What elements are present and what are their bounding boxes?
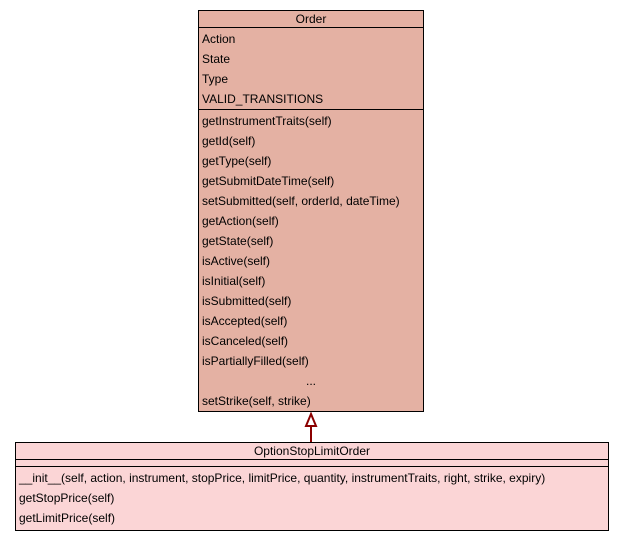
operation-ellipsis: ...	[305, 374, 316, 388]
operation-compartment: getInstrumentTraits(self) getId(self) ge…	[199, 110, 423, 411]
operation: __init__(self, action, instrument, stopP…	[19, 471, 546, 485]
attribute-compartment	[16, 460, 608, 467]
operation: setStrike(self, strike)	[202, 394, 311, 408]
operation: getState(self)	[202, 234, 274, 248]
operation: isPartiallyFilled(self)	[202, 354, 309, 368]
class-name: Order	[199, 11, 423, 28]
attribute: State	[202, 52, 231, 66]
operation: isSubmitted(self)	[202, 294, 292, 308]
class-option-stop-limit-order[interactable]: OptionStopLimitOrder __init__(self, acti…	[15, 442, 609, 531]
operation: getStopPrice(self)	[19, 491, 115, 505]
operation: getAction(self)	[202, 214, 279, 228]
class-name: OptionStopLimitOrder	[16, 443, 608, 460]
operation: getInstrumentTraits(self)	[202, 114, 332, 128]
attribute: VALID_TRANSITIONS	[202, 92, 324, 106]
attribute-compartment: Action State Type VALID_TRANSITIONS	[199, 28, 423, 110]
operation: isInitial(self)	[202, 274, 266, 288]
operation: getLimitPrice(self)	[19, 511, 116, 525]
operation: getSubmitDateTime(self)	[202, 174, 335, 188]
attribute: Action	[202, 32, 236, 46]
operation: setSubmitted(self, orderId, dateTime)	[202, 194, 400, 208]
class-order[interactable]: Order Action State Type VALID_TRANSITION…	[198, 10, 424, 412]
operation: isAccepted(self)	[202, 314, 288, 328]
operation: getType(self)	[202, 154, 272, 168]
operation-compartment: __init__(self, action, instrument, stopP…	[16, 467, 608, 528]
attribute: Type	[202, 72, 229, 86]
operation: isActive(self)	[202, 254, 271, 268]
operation: isCanceled(self)	[202, 334, 289, 348]
operation: getId(self)	[202, 134, 256, 148]
inheritance-arrowhead	[304, 411, 318, 427]
